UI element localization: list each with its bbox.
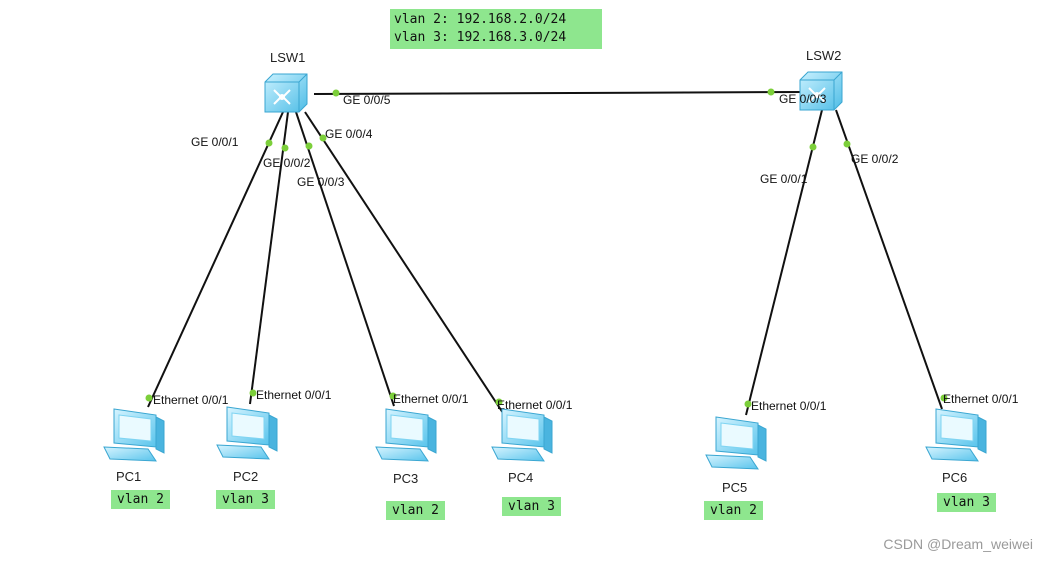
port-dot — [744, 400, 752, 408]
port-label: Ethernet 0/0/1 — [943, 392, 1019, 406]
port-dot — [843, 140, 851, 148]
port-label: GE 0/0/2 — [263, 156, 311, 170]
link-lsw1-pc2 — [249, 111, 289, 405]
port-label: GE 0/0/4 — [325, 127, 373, 141]
subnet-line: vlan 2: 192.168.2.0/24 — [394, 12, 567, 27]
link-lsw1-lsw2 — [313, 91, 807, 95]
port-dot — [389, 392, 397, 400]
port-dot — [767, 88, 775, 96]
pc-icon — [375, 408, 437, 462]
port-dot — [281, 144, 289, 152]
port-label: Ethernet 0/0/1 — [393, 392, 469, 406]
link-lsw2-pc5 — [745, 109, 823, 416]
port-dot — [809, 143, 817, 151]
port-label: GE 0/0/1 — [191, 135, 239, 149]
port-label: GE 0/0/3 — [779, 92, 827, 106]
link-lsw1-pc3 — [295, 111, 395, 407]
switch-lsw2[interactable]: LSW2 — [799, 48, 843, 111]
port-label: GE 0/0/3 — [297, 175, 345, 189]
vlan-tag: vlan 2 — [386, 501, 445, 520]
port-label: Ethernet 0/0/1 — [256, 388, 332, 402]
subnet-note: vlan 2: 192.168.2.0/24 vlan 3: 192.168.3… — [390, 9, 602, 49]
pc-icon — [216, 406, 278, 460]
port-label: Ethernet 0/0/1 — [153, 393, 229, 407]
port-dot — [265, 139, 273, 147]
watermark: CSDN @Dream_weiwei — [883, 536, 1033, 552]
switch-icon — [264, 73, 308, 113]
pc-label: PC5 — [722, 480, 747, 495]
pc-5[interactable]: PC5 — [705, 416, 767, 495]
port-label: GE 0/0/1 — [760, 172, 808, 186]
vlan-tag: vlan 2 — [111, 490, 170, 509]
pc-2[interactable]: PC2 — [216, 406, 278, 484]
links — [147, 91, 943, 416]
port-dot — [495, 398, 503, 406]
pc-label: PC2 — [233, 469, 258, 484]
port-label: GE 0/0/2 — [851, 152, 899, 166]
pc-label: PC1 — [116, 469, 141, 484]
link-lsw1-pc1 — [147, 111, 284, 408]
port-dot — [305, 142, 313, 150]
link-lsw2-pc6 — [835, 109, 943, 410]
pc-6[interactable]: PC6 — [925, 408, 987, 485]
port-dot — [940, 394, 948, 402]
vlan-tag: vlan 3 — [216, 490, 275, 509]
subnet-line: vlan 3: 192.168.3.0/24 — [394, 30, 567, 45]
vlan-tag: vlan 2 — [704, 501, 763, 520]
pc-label: PC4 — [508, 470, 533, 485]
link-lsw1-pc4 — [304, 111, 504, 414]
port-label: Ethernet 0/0/1 — [751, 399, 827, 413]
port-dot — [319, 134, 327, 142]
port-dots — [145, 88, 948, 408]
pc-icon — [491, 408, 553, 462]
pc-label: PC6 — [942, 470, 967, 485]
port-dot — [249, 389, 257, 397]
port-dot — [332, 89, 340, 97]
switch-label: LSW1 — [270, 50, 305, 65]
switch-lsw1[interactable]: LSW1 — [264, 50, 308, 113]
port-label: Ethernet 0/0/1 — [497, 398, 573, 412]
pc-4[interactable]: PC4 — [491, 408, 553, 485]
switch-label: LSW2 — [806, 48, 841, 63]
pc-1[interactable]: PC1 — [103, 408, 165, 484]
vlan-tag: vlan 3 — [937, 493, 996, 512]
vlan-tag: vlan 3 — [502, 497, 561, 516]
pc-label: PC3 — [393, 471, 418, 486]
pc-icon — [705, 416, 767, 470]
port-dot — [145, 394, 153, 402]
pc-icon — [925, 408, 987, 462]
pc-3[interactable]: PC3 — [375, 408, 437, 486]
pc-icon — [103, 408, 165, 462]
port-label: GE 0/0/5 — [343, 93, 391, 107]
